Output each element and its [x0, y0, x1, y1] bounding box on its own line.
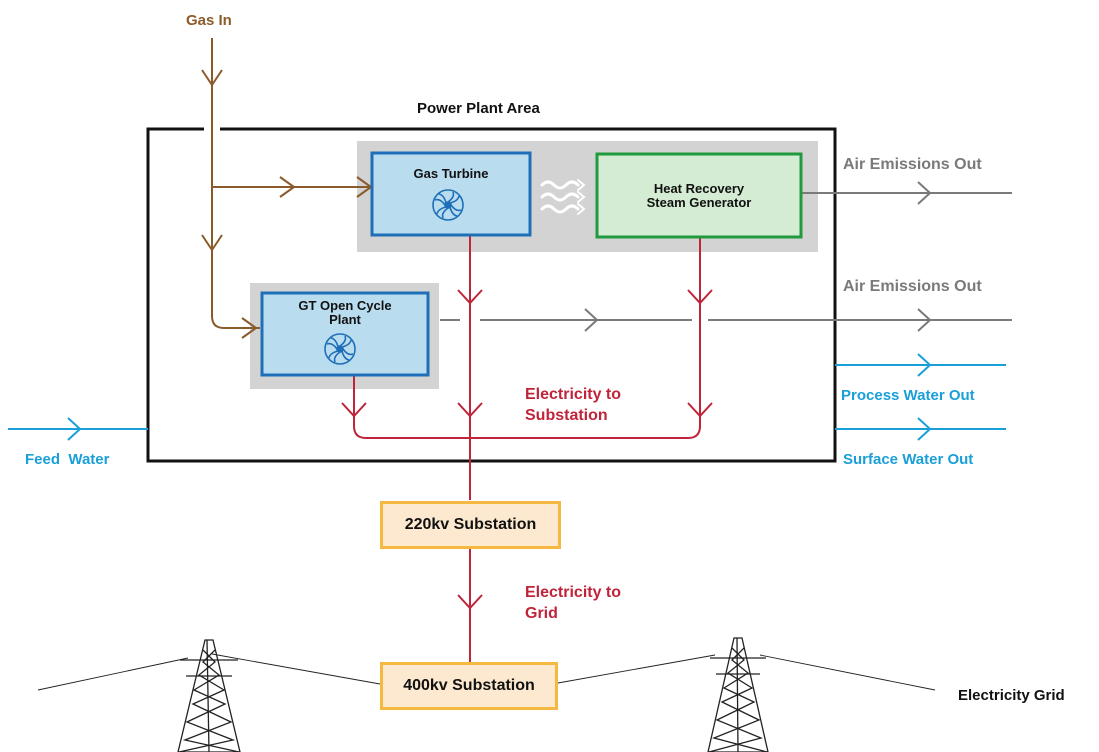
fan-icon: [324, 333, 356, 365]
electricity-lines: [341, 236, 713, 662]
gt-open-cycle-label-line1: GT Open Cycle: [298, 298, 392, 313]
hrsg-label-line2: Steam Generator: [646, 195, 752, 210]
power-plant-area-boundary: [146, 127, 837, 463]
air-emissions-out-label: Air Emissions Out: [843, 278, 982, 295]
electricity-to-substation-line1: Electricity to: [525, 386, 622, 403]
gas-turbine-box: [370, 151, 532, 237]
hrsg-label-line1: Heat Recovery: [653, 181, 745, 196]
feed-water-label: Feed Water: [25, 451, 110, 468]
air-emissions-out-label: Air Emissions Out: [843, 156, 982, 173]
substation-400kv-box: 400kv Substation: [380, 662, 558, 710]
substation-220kv-box: 220kv Substation: [380, 501, 561, 549]
electricity-to-substation-label: Electricity to Substation: [525, 384, 621, 426]
water-lines: [8, 353, 1006, 441]
transmission-tower-icon: [707, 637, 769, 752]
gt-open-cycle-box: [260, 291, 430, 377]
electricity-to-grid-line2: Grid: [525, 605, 558, 622]
electricity-to-grid-line1: Electricity to: [525, 584, 622, 601]
heat-waves-icon: [540, 179, 586, 215]
transmission-tower-icon: [177, 639, 241, 752]
hrsg-box: [595, 152, 803, 239]
electricity-grid-label: Electricity Grid: [958, 687, 1065, 704]
fan-icon: [432, 189, 464, 221]
gas-turbine-label: Gas Turbine: [413, 166, 489, 181]
power-plant-area-label: Power Plant Area: [417, 100, 540, 117]
hrsg-label: Heat Recovery Steam Generator: [600, 182, 798, 210]
electricity-to-substation-line2: Substation: [525, 407, 608, 424]
gt-open-cycle-label-line2: Plant: [329, 312, 361, 327]
electricity-to-grid-label: Electricity to Grid: [525, 582, 621, 624]
gt-open-cycle-label: GT Open Cycle Plant: [265, 299, 425, 327]
process-water-out-label: Process Water Out: [841, 387, 975, 404]
power-lines: [37, 653, 936, 691]
surface-water-out-label: Surface Water Out: [843, 451, 974, 468]
gas-in-label: Gas In: [186, 12, 232, 29]
emission-lines: [440, 181, 1012, 332]
